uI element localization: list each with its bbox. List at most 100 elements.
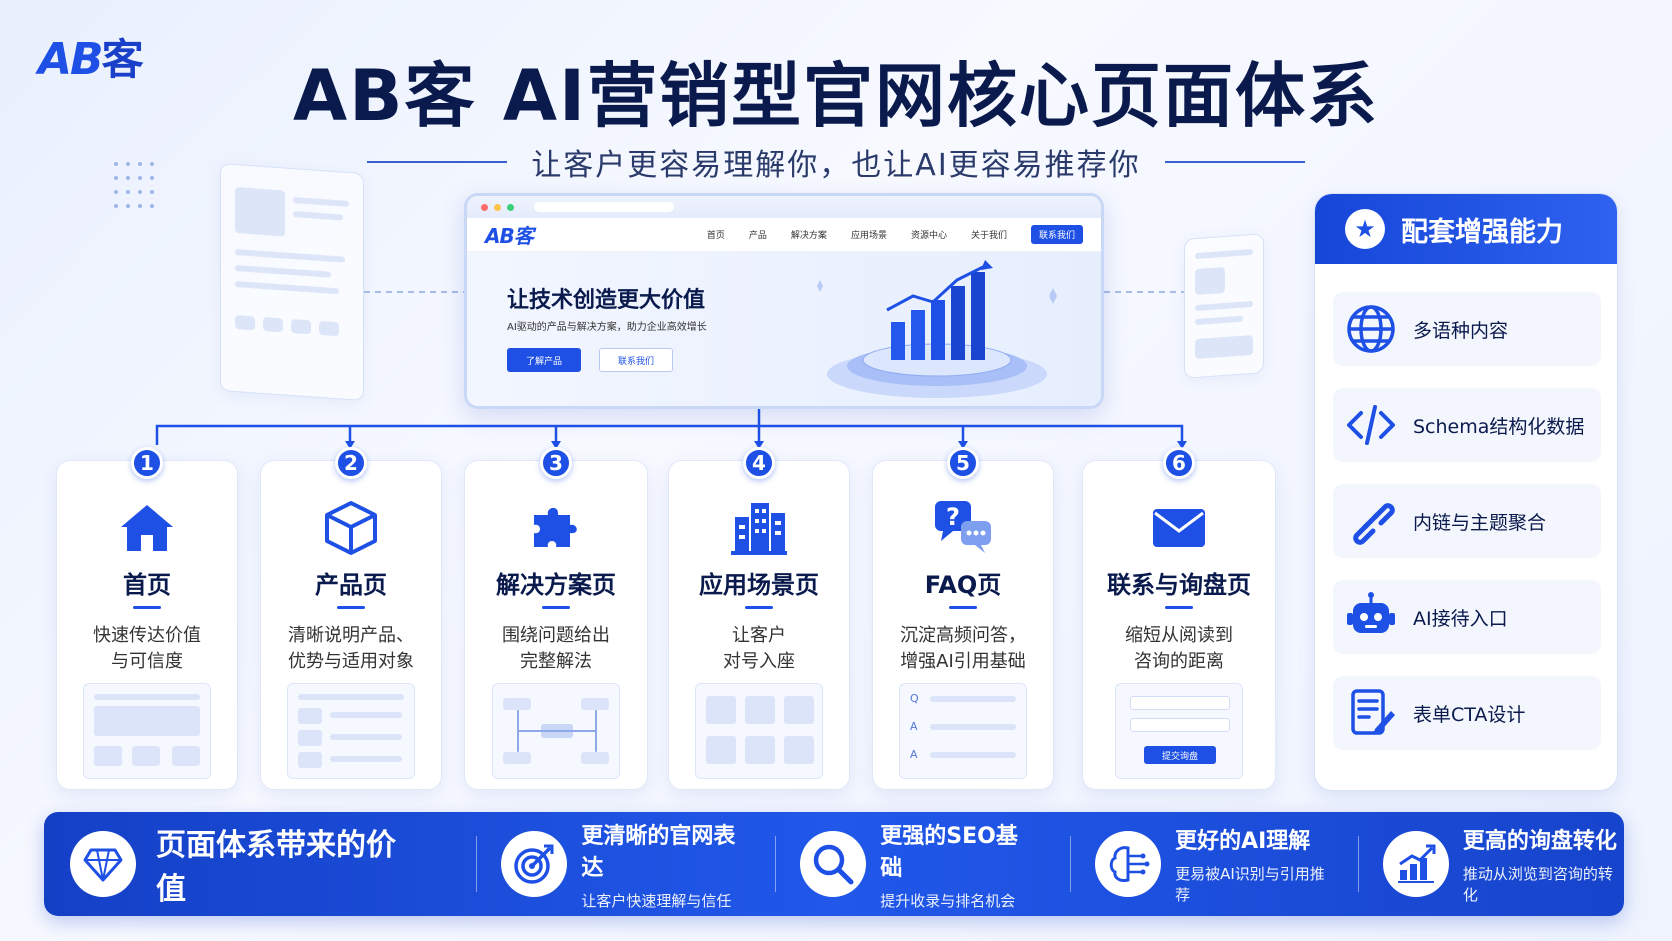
page-card-solution[interactable]: 3 解决方案页 围绕问题给出 完整解法	[464, 447, 648, 790]
page-connector-lines	[155, 409, 1187, 449]
growth-chart-icon	[1382, 831, 1449, 897]
browser-toolbar	[467, 196, 1101, 218]
link-icon	[1353, 503, 1395, 545]
logo-latin: AB	[38, 34, 104, 85]
scenario-preview-thumbnail	[695, 683, 823, 779]
page-card-desc: 清晰说明产品、 优势与适用对象	[288, 625, 414, 672]
faq-a-label: A	[910, 720, 918, 733]
page-card-home[interactable]: 1 首页 快速传达价值 与可信度	[56, 447, 238, 790]
page-card-desc: 让客户 对号入座	[723, 625, 795, 672]
buildings-icon	[731, 503, 787, 555]
banner-divider	[1357, 836, 1359, 892]
svg-text:?: ?	[946, 503, 960, 531]
mock-nav-item[interactable]: 首页	[706, 231, 725, 241]
panel-item-form-cta[interactable]: 表单CTA设计	[1333, 676, 1601, 750]
title-underline	[949, 606, 977, 609]
mock-hero-title: 让技术创造更大价值	[507, 288, 706, 313]
home-preview-thumbnail	[83, 683, 211, 779]
page-card-title: 首页	[123, 571, 171, 599]
page-card-contact[interactable]: 6 联系与询盘页 缩短从阅读到 咨询的距离 提交询盘	[1082, 447, 1276, 790]
dot-grid-decoration	[114, 162, 154, 208]
page-card-faq[interactable]: 5 ? FAQ页 沉淀高频问答， 增强AI引用基础 Q A A	[872, 447, 1054, 790]
mock-logo: AB客	[485, 224, 534, 248]
page-title: AB客 AI营销型官网核心页面体系	[292, 55, 1380, 137]
panel-item-label: 表单CTA设计	[1413, 703, 1526, 726]
banner-value-item: 更好的AI理解更易被AI识别与引用推荐	[1095, 823, 1336, 905]
logo-cn: 客	[101, 35, 144, 84]
growth-podium-illustration	[817, 260, 1057, 398]
mock-nav-contact-button[interactable]: 联系我们	[1030, 225, 1083, 244]
page-card-desc: 快速传达价值 与可信度	[93, 625, 201, 672]
page-subtitle: 让客户更容易理解你，也让AI更容易推荐你	[531, 148, 1141, 183]
mock-learn-product-button[interactable]: 了解产品	[507, 348, 581, 372]
website-mockup: AB客 首页 产品 解决方案 应用场景 资源中心 关于我们 联系我们 让技术创造…	[464, 193, 1104, 409]
panel-item-internal-links[interactable]: 内链与主题聚合	[1333, 484, 1601, 558]
mock-hero-subtitle: AI驱动的产品与解决方案，助力企业高效增长	[507, 322, 707, 333]
code-icon	[1347, 405, 1395, 445]
banner-divider	[775, 836, 777, 892]
title-underline	[1165, 606, 1193, 609]
faq-q-label: Q	[910, 692, 919, 705]
faq-a-label: A	[910, 748, 918, 761]
step-badge: 2	[335, 447, 367, 479]
faq-preview-thumbnail: Q A A	[899, 683, 1027, 779]
banner-value-sub: 推动从浏览到咨询的转化	[1462, 865, 1613, 904]
page-card-desc: 沉淀高频问答， 增强AI引用基础	[900, 625, 1026, 672]
mock-nav-item[interactable]: 产品	[748, 231, 767, 241]
panel-item-label: AI接待入口	[1413, 607, 1508, 630]
banner-divider	[476, 836, 478, 892]
banner-value-item: 更强的SEO基础提升收录与排名机会	[800, 818, 1036, 911]
cube-icon	[325, 501, 377, 555]
solution-preview-thumbnail	[492, 683, 620, 779]
panel-item-label: 多语种内容	[1413, 319, 1509, 342]
page-card-scenario[interactable]: 4 应用场景页 让客户 对号入座	[668, 447, 850, 790]
mock-nav-item[interactable]: 解决方案	[790, 231, 827, 241]
home-icon	[121, 505, 173, 551]
panel-item-label: Schema结构化数据	[1413, 415, 1585, 438]
page-card-desc: 缩短从阅读到 咨询的距离	[1125, 625, 1233, 672]
robot-icon	[1347, 592, 1395, 633]
title-underline	[133, 606, 161, 609]
banner-value-sub: 提升收录与排名机会	[880, 891, 1016, 910]
page-card-title: 联系与询盘页	[1107, 571, 1251, 599]
panel-header: ★ 配套增强能力	[1315, 194, 1617, 264]
mock-navbar: AB客 首页 产品 解决方案 应用场景 资源中心 关于我们 联系我们	[467, 218, 1101, 252]
puzzle-icon	[534, 507, 577, 547]
banner-value-sub: 让客户快速理解与信任	[581, 891, 732, 910]
globe-icon	[1347, 305, 1395, 353]
banner-value-title: 更清晰的官网表达	[581, 823, 736, 881]
banner-value-item: 更清晰的官网表达让客户快速理解与信任	[501, 818, 753, 911]
panel-item-label: 内链与主题聚合	[1413, 511, 1547, 534]
banner-value-title: 更强的SEO基础	[880, 823, 1018, 881]
search-icon	[800, 831, 867, 897]
diamond-icon	[70, 831, 136, 897]
panel-item-multilingual[interactable]: 多语种内容	[1333, 292, 1601, 366]
panel-title: 配套增强能力	[1401, 216, 1563, 248]
star-icon: ★	[1345, 209, 1385, 249]
contact-form-preview-thumbnail: 提交询盘	[1115, 683, 1243, 779]
brand-logo[interactable]: AB客	[38, 26, 144, 87]
page-card-product[interactable]: 2 产品页 清晰说明产品、 优势与适用对象	[260, 447, 442, 790]
step-badge: 6	[1163, 447, 1195, 479]
value-banner: 页面体系带来的价值 更清晰的官网表达让客户快速理解与信任 更强的SEO基础提升收…	[44, 812, 1624, 916]
panel-item-schema[interactable]: Schema结构化数据	[1333, 388, 1601, 462]
mock-nav-item[interactable]: 资源中心	[910, 231, 947, 241]
panel-item-ai-reception[interactable]: AI接待入口	[1333, 580, 1601, 654]
enhancement-panel: ★ 配套增强能力 多语种内容 Schema结构化数据 内链与主题聚合 AI接待入…	[1314, 193, 1618, 791]
banner-title-group: 页面体系带来的价值	[70, 820, 420, 908]
mock-nav-item[interactable]: 关于我们	[970, 231, 1007, 241]
title-underline	[745, 606, 773, 609]
page-card-title: FAQ页	[924, 571, 1002, 599]
submit-inquiry-button[interactable]: 提交询盘	[1144, 746, 1216, 764]
banner-divider	[1070, 836, 1072, 892]
step-badge: 3	[540, 447, 572, 479]
dashed-connector-left	[364, 291, 464, 293]
mock-contact-button[interactable]: 联系我们	[599, 348, 673, 372]
step-badge: 5	[947, 447, 979, 479]
page-card-title: 产品页	[315, 571, 387, 599]
envelope-icon	[1153, 509, 1205, 547]
subtitle-row: 让客户更容易理解你，也让AI更容易推荐你	[0, 140, 1672, 184]
form-edit-icon	[1351, 689, 1395, 735]
target-icon	[501, 831, 568, 897]
mock-nav-item[interactable]: 应用场景	[850, 231, 887, 241]
